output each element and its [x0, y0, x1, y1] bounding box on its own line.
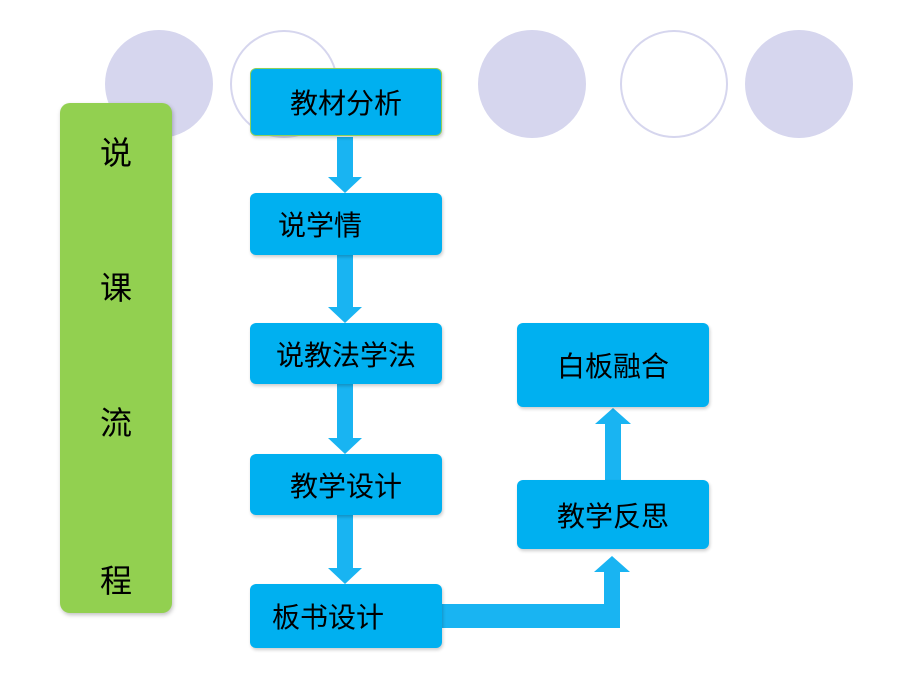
- arrow-up: [595, 408, 631, 480]
- decor-circle-3: [478, 30, 586, 138]
- sidebar-char-2: 课: [99, 269, 132, 307]
- step-teaching-reflection: 教学反思: [517, 480, 709, 549]
- sidebar-panel: 说 课 流 程: [60, 103, 172, 613]
- sidebar-char-3: 流: [99, 404, 132, 442]
- arrow-down-1: [328, 137, 362, 193]
- decor-circle-5: [745, 30, 853, 138]
- arrow-down-4: [328, 515, 362, 584]
- sidebar-char-4: 程: [99, 562, 132, 600]
- sidebar-char-1: 说: [99, 134, 132, 172]
- decor-circle-4: [620, 30, 728, 138]
- arrow-down-2: [328, 255, 362, 323]
- arrow-down-3: [328, 384, 362, 454]
- step-student-analysis: 说学情: [250, 193, 442, 255]
- step-teaching-methods: 说教法学法: [250, 323, 442, 384]
- arrow-elbow: [441, 556, 630, 628]
- step-teaching-design: 教学设计: [250, 454, 442, 515]
- step-textbook-analysis: 教材分析: [250, 68, 442, 136]
- step-whiteboard-integration: 白板融合: [517, 323, 709, 407]
- step-board-design: 板书设计: [250, 584, 442, 648]
